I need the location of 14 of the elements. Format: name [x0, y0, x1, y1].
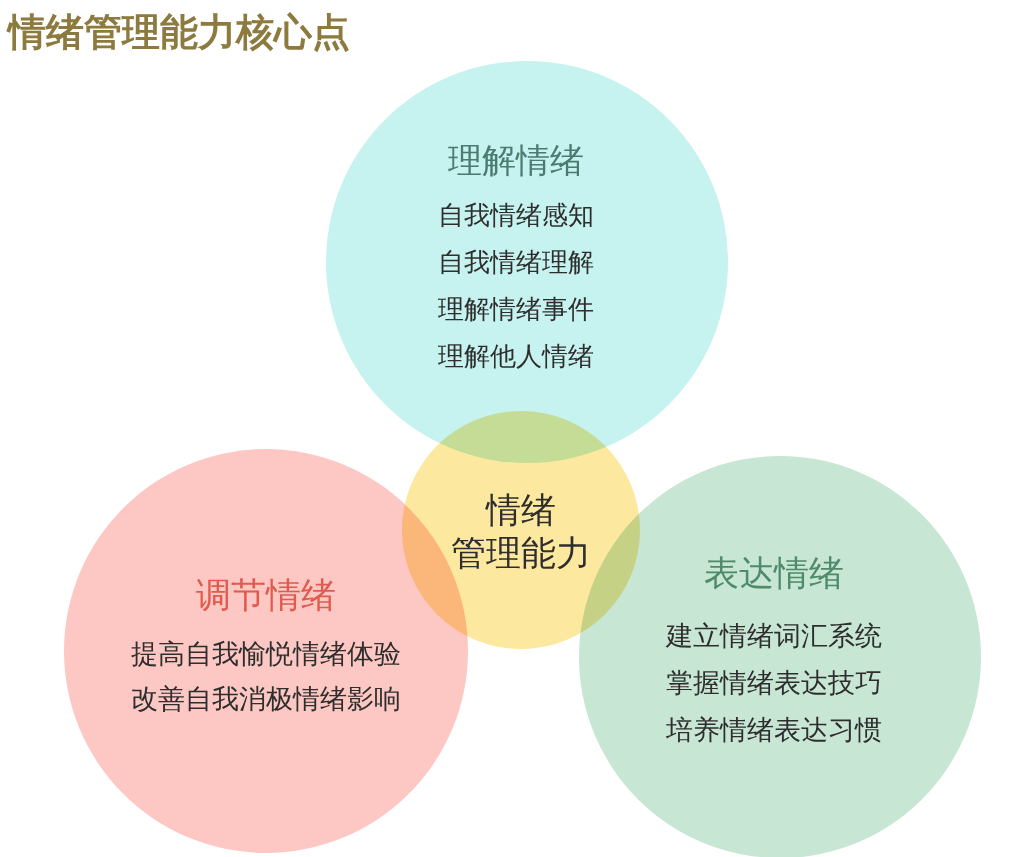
- skill-item: 改善自我消极情绪影响: [131, 682, 401, 716]
- category-heading: 理解情绪: [448, 139, 584, 182]
- center-label: 情绪管理能力: [450, 489, 592, 575]
- category-heading: 调节情绪: [196, 574, 336, 617]
- skill-item: 掌握情绪表达技巧: [666, 666, 882, 700]
- skill-item: 建立情绪词汇系统: [666, 619, 882, 653]
- skill-item: 提高自我愉悦情绪体验: [131, 637, 401, 671]
- skill-item: 理解他人情绪: [438, 340, 594, 373]
- skill-item: 自我情绪感知: [438, 199, 594, 232]
- skill-item: 培养情绪表达习惯: [666, 713, 882, 747]
- skill-item: 理解情绪事件: [438, 293, 594, 326]
- skill-item: 自我情绪理解: [438, 246, 594, 279]
- page-title: 情绪管理能力核心点: [8, 9, 350, 56]
- category-heading: 表达情绪: [704, 552, 844, 595]
